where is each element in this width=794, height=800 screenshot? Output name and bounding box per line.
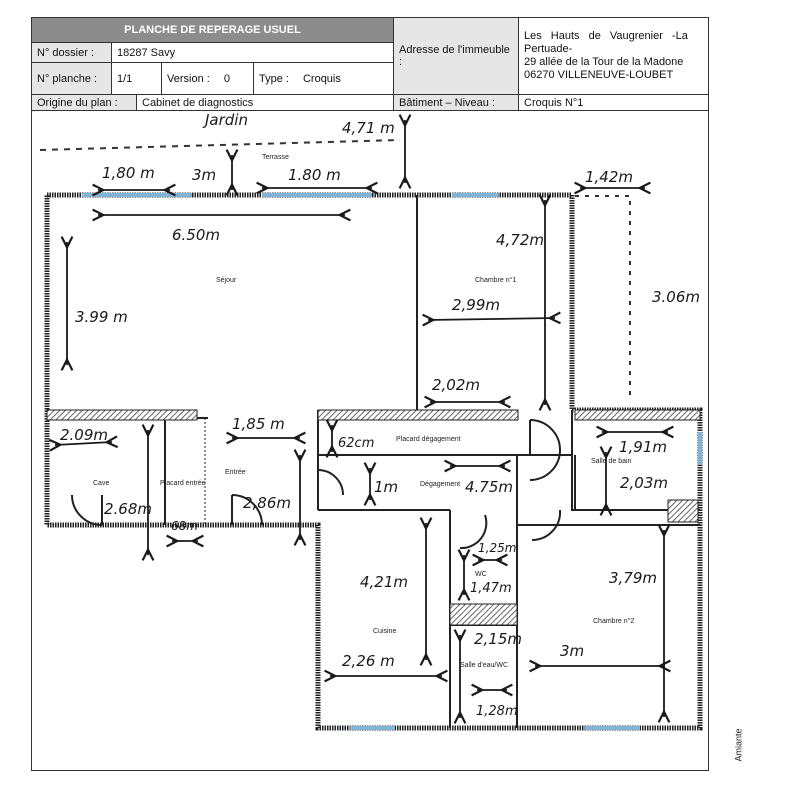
hw-dim: 3.06m [652,288,700,306]
room-label-wc: WC [475,571,487,578]
hw-jardin: Jardin [202,111,248,129]
room-label-degagement: Dégagement [420,481,460,488]
type-value: Croquis [302,72,341,85]
room-label-cave: Cave [93,480,109,487]
hw-dim: 4.75m [465,478,513,496]
hw-dim: 3m [192,166,216,184]
hatched-wall [449,603,518,626]
hw-dim: 4,72m [496,231,544,249]
dossier-label: N° dossier : [32,43,112,63]
type-cell: Type : Croquis [254,63,394,95]
adresse-label: Adresse de l'immeuble : [394,18,519,95]
room-label-terrasse: Terrasse [262,154,289,161]
hatched-wall [317,409,519,421]
hw-dim: 2,03m [620,474,668,492]
hw-dim: 1,91m [619,438,667,456]
header-table: PLANCHE DE REPERAGE USUEL N° dossier : 1… [31,17,709,111]
hw-dim: 62cm [338,436,374,451]
amiante-legend: Amiante [733,728,744,762]
hw-dim: 68m [171,519,198,533]
room-label-cuisine: Cuisine [373,628,396,635]
hw-dim: 1,80 m [102,164,155,182]
hw-dim: 3.99 m [75,308,128,326]
room-label-salle-de-bain: Salle de bain [591,458,632,465]
terrace-boundary [575,195,631,400]
adresse-line: Les Hauts de Vaugrenier -La [524,30,688,42]
garden-boundary [39,139,401,151]
adresse-line: 06270 VILLENEUVE-LOUBET [524,69,674,81]
hw-dim: 2.68m [104,500,152,518]
hw-dim: 1.80 m [288,166,341,184]
planche-label: N° planche : [32,63,112,95]
adresse-line: 29 allée de la Tour de la Madone [524,56,684,68]
hw-dim: 6.50m [172,226,220,244]
version-value: 0 [223,72,230,85]
hw-dim: 1,28m [476,704,518,719]
batiment-value: Croquis N°1 [519,95,708,111]
adresse-line: Pertuade- [524,43,573,55]
origine-label: Origine du plan : [32,95,137,111]
room-label-placard-degagement: Placard dégagement [396,436,461,443]
hatched-wall [667,499,699,523]
hw-dim: 3m [560,642,584,660]
hw-dim: 1,42m [585,168,633,186]
hw-dim: 1m [374,478,398,496]
exterior-walls [44,192,703,731]
version-cell: Version : 0 [162,63,254,95]
hw-dim: 3,79m [609,569,657,587]
planche-value: 1/1 [112,63,162,95]
room-label-chambre1: Chambre n°1 [475,276,516,284]
hw-dim: 4,71 m [342,119,395,137]
hw-dim: 2,15m [474,630,522,648]
batiment-label: Bâtiment – Niveau : [394,95,519,111]
hw-dim: 1,47m [470,581,512,596]
room-label-sejour: Séjour [216,277,237,284]
plan-frame [31,111,709,771]
handwritten-annotations: Jardin 4,71 m 1,80 m 3m 1.80 m 1,42m 6.5… [60,111,700,719]
hw-dim: 2,26 m [342,652,395,670]
origine-value: Cabinet de diagnostics [137,95,394,111]
room-label-entree: Entrée [225,469,246,476]
hw-dim: 1,25m [478,541,516,555]
version-label: Version : [167,72,210,85]
hatched-wall [46,409,198,421]
room-label-salle-eau: Salle d'eau/WC [460,662,508,669]
hw-dim: 2,02m [432,376,480,394]
hw-dim: 4,21m [360,573,408,591]
room-label-chambre2: Chambre n°2 [593,617,634,625]
dimension-arrows [55,120,668,718]
doors [71,419,562,550]
dossier-value: 18287 Savy [112,43,394,63]
sheet-title: PLANCHE DE REPERAGE USUEL [32,18,394,43]
hw-dim: 2,86m [243,494,291,512]
adresse-value: Les Hauts de Vaugrenier -La Pertuade- 29… [519,18,708,95]
hw-dim: 2,99m [452,296,500,314]
room-label-placard-entree: Placard entrée [160,480,206,487]
hatched-wall [574,409,701,421]
hw-dim: 2.09m [60,426,108,444]
type-label: Type : [259,72,289,85]
hw-dim: 1,85 m [232,415,285,433]
